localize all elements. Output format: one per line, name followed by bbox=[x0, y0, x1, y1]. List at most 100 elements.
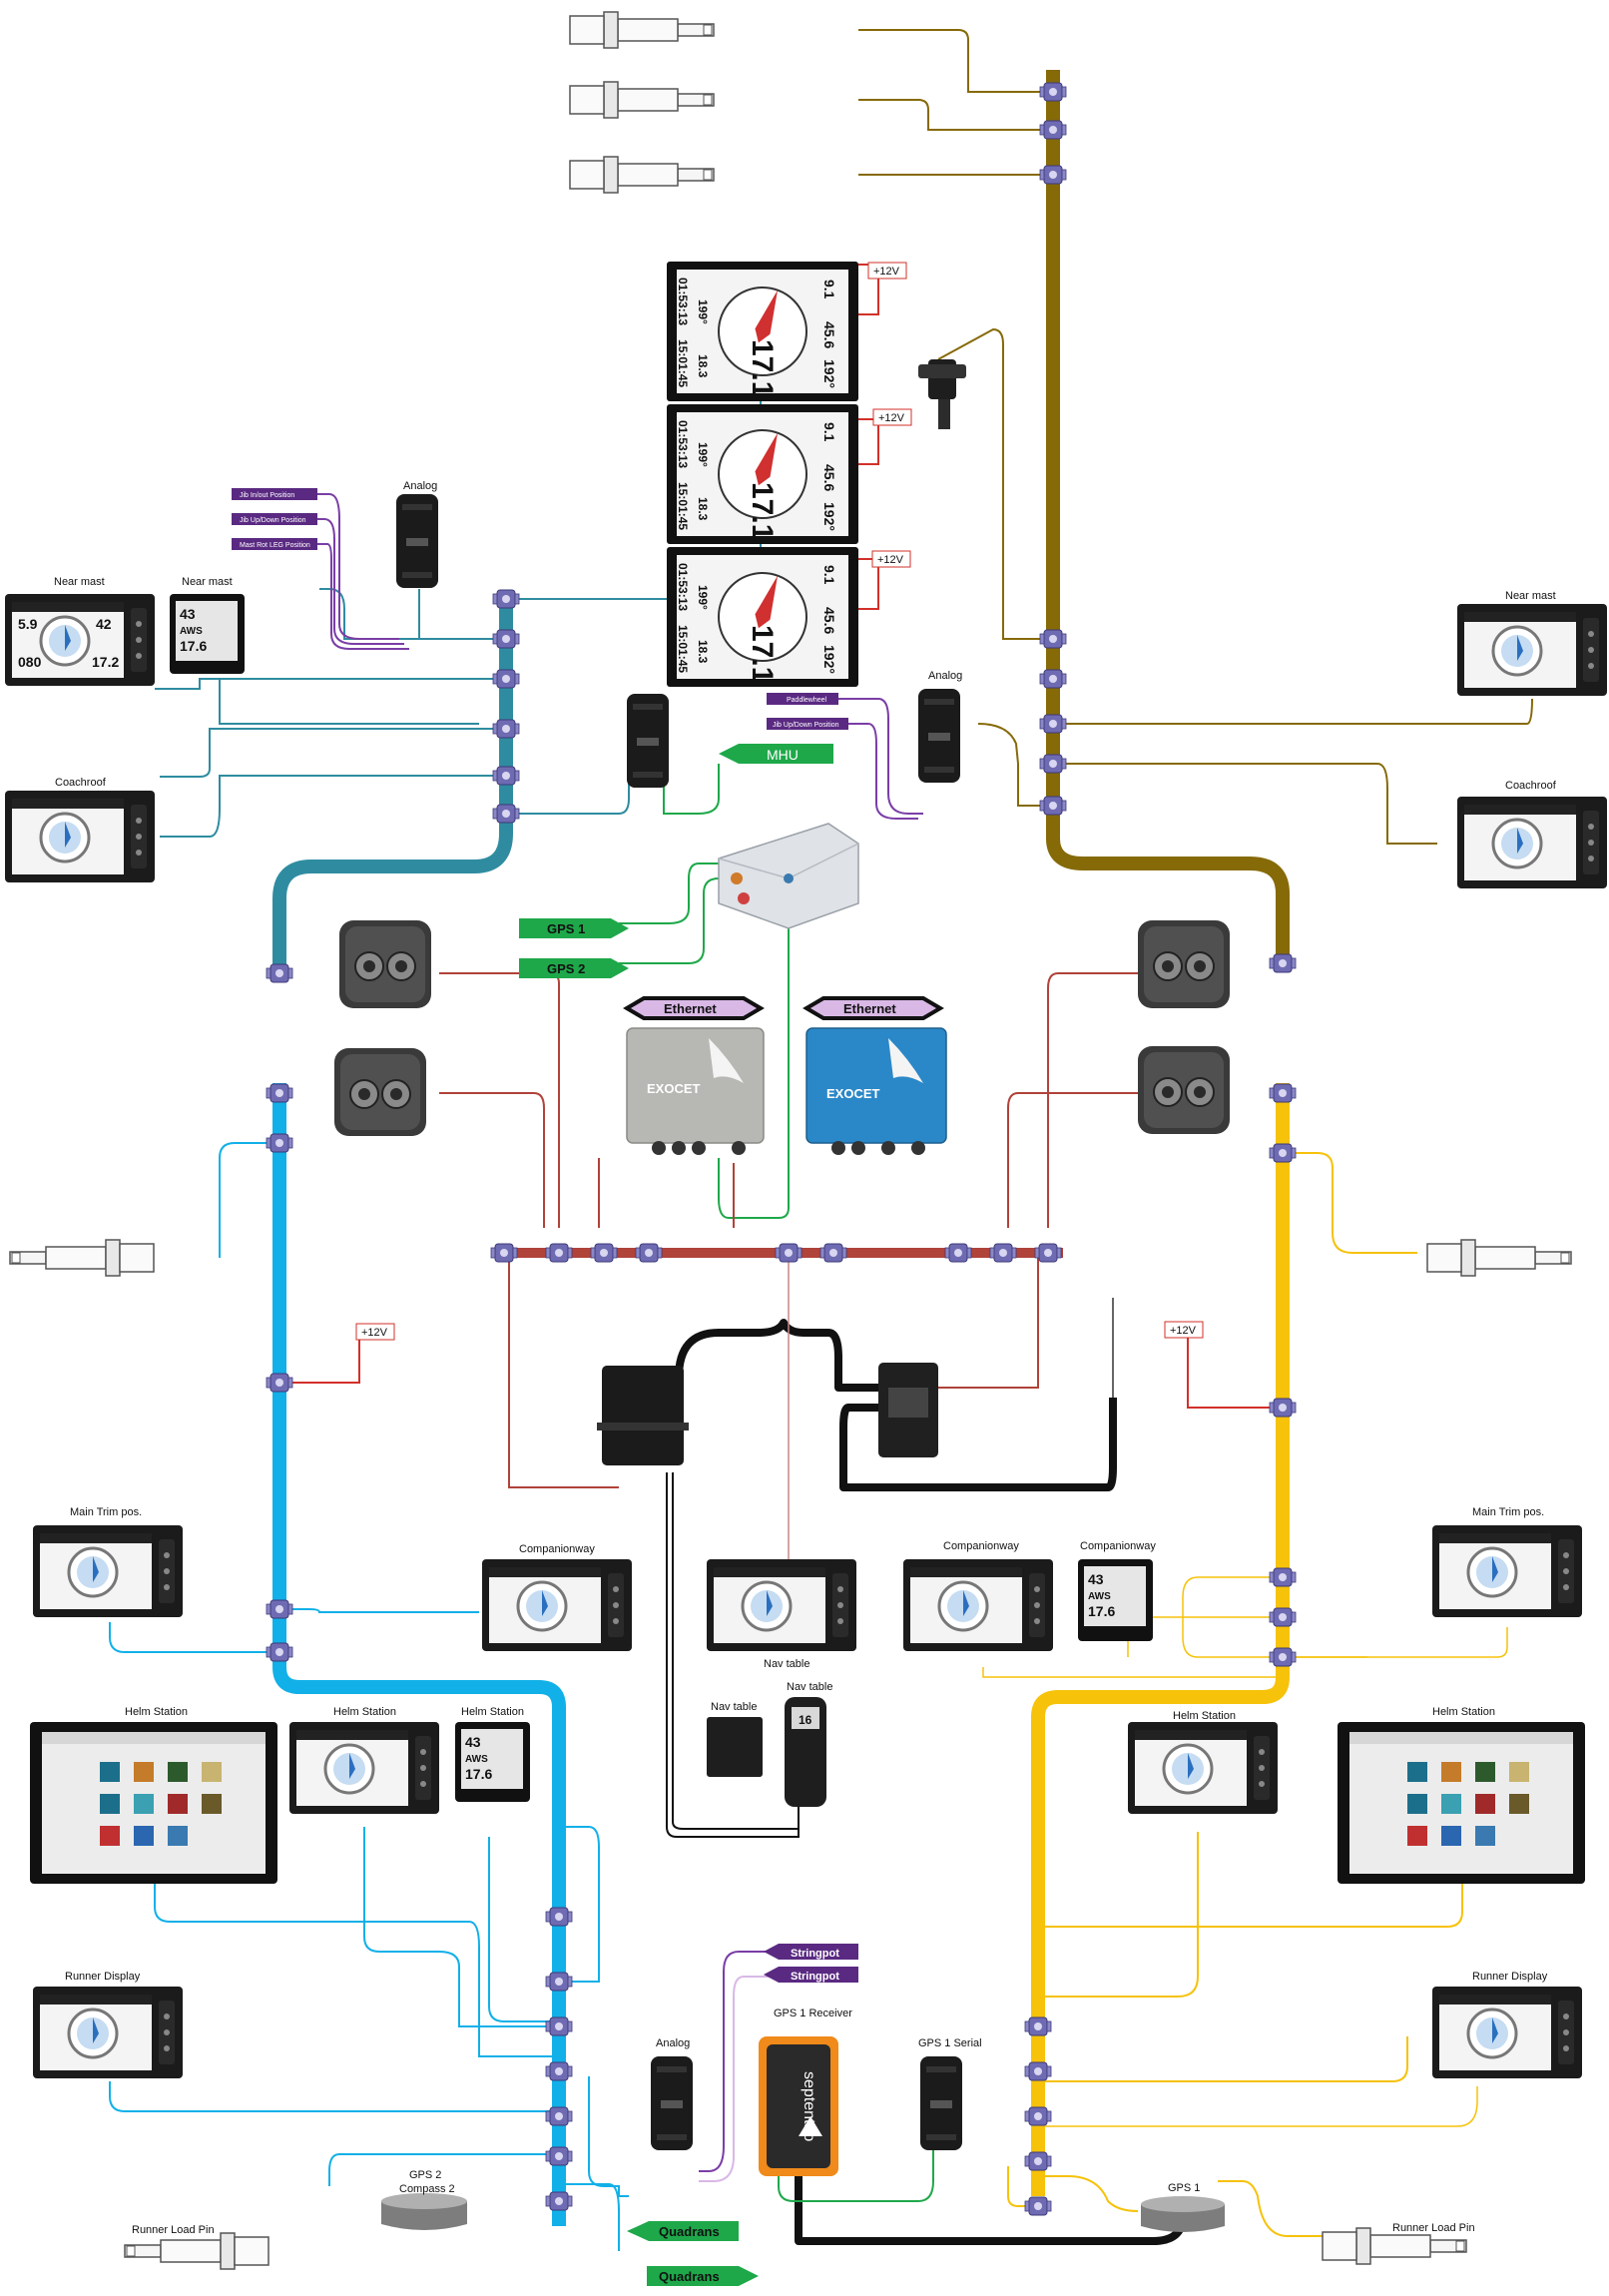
gateway-right-bottom bbox=[1137, 1045, 1231, 1135]
power-label-1: +12V bbox=[873, 266, 900, 278]
power-label-4: +12V bbox=[361, 1327, 388, 1339]
diagram-text: 15:01:45 bbox=[676, 482, 690, 530]
arrow-gps2: GPS 2 bbox=[547, 961, 585, 976]
wind-sensor-2 bbox=[569, 81, 715, 119]
mast-display-1-value-a: 9.1 bbox=[821, 280, 837, 299]
display-helm-right bbox=[1126, 1720, 1280, 1816]
mast-display-1-time: 01:53:13 bbox=[676, 278, 690, 325]
tag-jib-up-down-2: Jib Up/Down Position bbox=[773, 722, 839, 729]
label-companionway-right-small: Companionway bbox=[1080, 1540, 1156, 1552]
diagram-text: 43 bbox=[1088, 1571, 1104, 1587]
diagram-text: 01:53:13 bbox=[676, 563, 690, 611]
gps1-serial-module bbox=[920, 2056, 962, 2150]
diagram-text: 9.1 bbox=[821, 565, 837, 585]
transducer-icon bbox=[918, 359, 966, 429]
label-gps1-receiver: GPS 1 Receiver bbox=[774, 2008, 852, 2019]
near-mast-left-heading: 080 bbox=[18, 654, 42, 670]
analog-module-top-left bbox=[396, 494, 438, 588]
diagram-text: 45.6 bbox=[821, 464, 837, 491]
diagram-text: 17.6 bbox=[465, 1766, 492, 1782]
arrow-stringpot-2: Stringpot bbox=[791, 1971, 839, 1983]
diagram-text: 15:01:45 bbox=[676, 625, 690, 673]
near-mast-small-label: AWS bbox=[180, 626, 203, 637]
tag-jib-in-out: Jib In/out Position bbox=[240, 492, 294, 499]
gps2-compass-puck bbox=[381, 2193, 467, 2230]
tee-connectors bbox=[266, 82, 1297, 2216]
label-coachroof-left: Coachroof bbox=[55, 777, 107, 789]
diagram-text: 9.1 bbox=[821, 422, 837, 442]
arrow-ethernet-right: Ethernet bbox=[843, 1001, 896, 1016]
exocet-right: EXOCET bbox=[805, 1027, 947, 1155]
mast-display-2-speed: 17.1 bbox=[746, 482, 779, 540]
diagram-text: 18.3 bbox=[696, 640, 710, 664]
near-mast-small-big: 17.6 bbox=[180, 638, 207, 654]
label-helm-right-mfd: Helm Station bbox=[1432, 1706, 1495, 1718]
label-runner-right: Runner Display bbox=[1472, 1971, 1548, 1983]
label-nav-table-handset: Nav table bbox=[787, 1681, 832, 1693]
wind-sensor-3 bbox=[569, 156, 715, 194]
diagram-text: 199° bbox=[696, 442, 710, 467]
diagram-text: 199° bbox=[696, 585, 710, 610]
label-gps1-antenna: GPS 1 bbox=[1168, 2182, 1200, 2194]
diagram-text: 45.6 bbox=[821, 607, 837, 634]
diagram-text: 192° bbox=[821, 645, 837, 674]
nav-table-handset: 16 bbox=[785, 1697, 826, 1807]
gateway-left-top bbox=[338, 919, 432, 1009]
diagram-text: AWS bbox=[1088, 1591, 1111, 1602]
near-mast-left-wind: 42 bbox=[96, 616, 112, 632]
display-near-mast-right bbox=[1455, 602, 1609, 698]
display-main-trim-right bbox=[1430, 1523, 1584, 1619]
gateway-right-top bbox=[1137, 919, 1231, 1009]
label-helm-left-small: Helm Station bbox=[461, 1706, 524, 1718]
mast-display-1-heading: 199° bbox=[696, 299, 710, 324]
near-mast-small-value: 43 bbox=[180, 606, 196, 622]
display-near-mast-left-small bbox=[170, 594, 245, 674]
device-labels: Near mast Near mast Coachroof Near mast … bbox=[54, 480, 1557, 2236]
load-pin-left bbox=[9, 1239, 155, 1277]
load-pin-right bbox=[1426, 1239, 1572, 1277]
tag-paddlewheel: Paddlewheel bbox=[787, 697, 827, 704]
runner-load-pin-left bbox=[124, 2232, 269, 2270]
diagram-text: 01:53:13 bbox=[676, 420, 690, 468]
arrow-gps1: GPS 1 bbox=[547, 921, 585, 936]
diagram-text: AWS bbox=[465, 1754, 488, 1765]
gps1-puck bbox=[1141, 2196, 1225, 2232]
mast-display-2 bbox=[667, 404, 858, 544]
label-gps2: GPS 2 bbox=[409, 2169, 441, 2181]
wind-sensor-1 bbox=[569, 11, 715, 49]
label-near-mast-right: Near mast bbox=[1505, 590, 1556, 602]
display-helm-left bbox=[287, 1720, 441, 1816]
display-coachroof-left bbox=[3, 789, 157, 884]
diagram-text: 18.3 bbox=[696, 497, 710, 521]
display-companionway-right-small bbox=[1078, 1559, 1153, 1641]
mast-display-1-speed: 17.1 bbox=[746, 339, 779, 397]
arrow-quadrans-2: Quadrans bbox=[659, 2269, 720, 2284]
display-nav-table bbox=[705, 1557, 858, 1653]
arrow-stringpot-1: Stringpot bbox=[791, 1948, 839, 1960]
mfd-helm-right bbox=[1338, 1722, 1585, 1884]
power-label-3: +12V bbox=[877, 554, 904, 566]
analog-module-top-right bbox=[918, 689, 960, 783]
analog-module-bottom bbox=[651, 2056, 693, 2150]
exocet-right-label: EXOCET bbox=[826, 1086, 880, 1101]
near-mast-left-depth: 17.2 bbox=[92, 654, 119, 670]
label-analog-top-left: Analog bbox=[403, 480, 437, 492]
tag-mast-rotation: Mast Rot LEG Position bbox=[240, 542, 310, 549]
label-companionway-left: Companionway bbox=[519, 1543, 595, 1555]
nav-table-keypad bbox=[707, 1717, 763, 1777]
display-companionway-left bbox=[480, 1557, 634, 1653]
label-gps1-serial: GPS 1 Serial bbox=[918, 2037, 982, 2049]
arrow-ethernet-left: Ethernet bbox=[664, 1001, 717, 1016]
power-label-5: +12V bbox=[1170, 1325, 1197, 1337]
power-labels: +12V +12V +12V +12V +12V bbox=[355, 262, 1204, 1341]
exocet-left-label: EXOCET bbox=[647, 1081, 701, 1096]
arrow-mhu: MHU bbox=[767, 747, 799, 763]
display-runner-right bbox=[1430, 1985, 1584, 2080]
label-nav-table-keypad: Nav table bbox=[711, 1701, 757, 1713]
display-near-mast-left bbox=[3, 592, 157, 688]
label-helm-left-display: Helm Station bbox=[333, 1706, 396, 1718]
mast-display-3-speed: 17.1 bbox=[746, 625, 779, 683]
label-companionway-right: Companionway bbox=[943, 1540, 1019, 1552]
label-analog-bottom: Analog bbox=[656, 2037, 690, 2049]
label-coachroof-right: Coachroof bbox=[1505, 780, 1557, 792]
